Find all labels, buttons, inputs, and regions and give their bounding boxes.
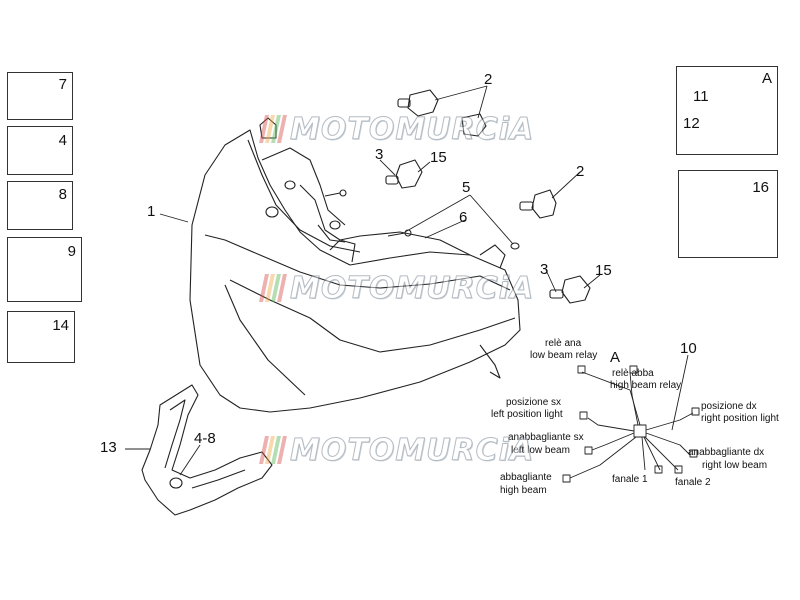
headlight-assembly [189, 117, 521, 413]
callout-10: 10 [680, 340, 697, 357]
callout-6: 6 [459, 209, 468, 226]
label-right-position-light: right position light [701, 413, 779, 424]
part-number-16: 16 [752, 179, 769, 196]
watermark-text: MOTOMURCiA [289, 111, 535, 147]
leader-lines [125, 85, 689, 476]
bulb-15-top [385, 159, 423, 189]
callout-a-wiring: A [610, 349, 621, 366]
label-fanale-2: fanale 2 [675, 477, 711, 488]
callout-3-top: 3 [375, 146, 384, 163]
label-posizione-dx: posizione dx [701, 401, 757, 412]
part-box-7: 7 [7, 72, 73, 120]
screws [324, 189, 520, 250]
label-rele-ana: relè ana [545, 338, 582, 349]
box-letter-a: A [761, 70, 772, 87]
label-low-beam-relay: low beam relay [530, 350, 598, 361]
watermark-logo-3: MOTOMURCiA [259, 432, 535, 468]
label-high-beam-relay: high beam relay [610, 380, 682, 391]
bulb-top-right [461, 113, 487, 137]
watermark-text: MOTOMURCiA [289, 432, 535, 468]
callout-3-low: 3 [540, 261, 549, 278]
part-box-16: 16 [678, 170, 778, 258]
label-posizione-sx: posizione sx [506, 397, 562, 408]
part-number-12: 12 [683, 115, 700, 132]
watermark-logo-1: MOTOMURCiA [259, 111, 535, 147]
label-anabbagliante-sx: anabbagliante sx [508, 432, 584, 443]
callout-13: 13 [100, 439, 117, 456]
callout-15-low: 15 [595, 262, 612, 279]
part-number-14: 14 [52, 317, 69, 334]
label-abbagliante: abbagliante [500, 472, 552, 483]
part-box-14: 14 [7, 311, 75, 363]
part-box-9: 9 [7, 237, 82, 302]
label-left-position-light: left position light [491, 409, 563, 420]
watermark-stripes [259, 115, 287, 143]
part-box-4: 4 [7, 126, 73, 175]
watermark-stripes [259, 274, 287, 302]
part-box-a: A 11 12 [676, 66, 778, 155]
label-high-beam: high beam [500, 485, 547, 496]
bulb-15-low [549, 275, 591, 304]
wiring-harness [562, 365, 700, 483]
watermark-logo-2: MOTOMURCiA [259, 270, 535, 306]
callout-2-top: 2 [484, 71, 493, 88]
part-number-7: 7 [58, 76, 67, 93]
bulb-2-mid [519, 189, 557, 219]
label-right-low-beam: right low beam [702, 460, 768, 471]
part-number-8: 8 [58, 186, 67, 203]
bulb-top-left [397, 89, 439, 117]
part-number-4: 4 [58, 132, 67, 149]
callout-5: 5 [462, 179, 471, 196]
part-number-11: 11 [693, 88, 709, 105]
callout-2-mid: 2 [576, 163, 585, 180]
callout-1: 1 [147, 203, 156, 220]
label-left-low-beam: left low beam [511, 445, 570, 456]
label-fanale-1: fanale 1 [612, 474, 648, 485]
watermark-text: MOTOMURCiA [289, 270, 535, 306]
label-anabbagliante-dx: anabbagliante dx [688, 447, 765, 458]
part-box-8: 8 [7, 181, 73, 230]
callout-4-8: 4-8 [194, 430, 216, 447]
part-number-9: 9 [67, 243, 76, 260]
callout-15-top: 15 [430, 149, 447, 166]
watermark-stripes [259, 436, 287, 464]
label-rele-abba: relè abba [612, 368, 654, 379]
headlight-bracket [141, 384, 273, 516]
